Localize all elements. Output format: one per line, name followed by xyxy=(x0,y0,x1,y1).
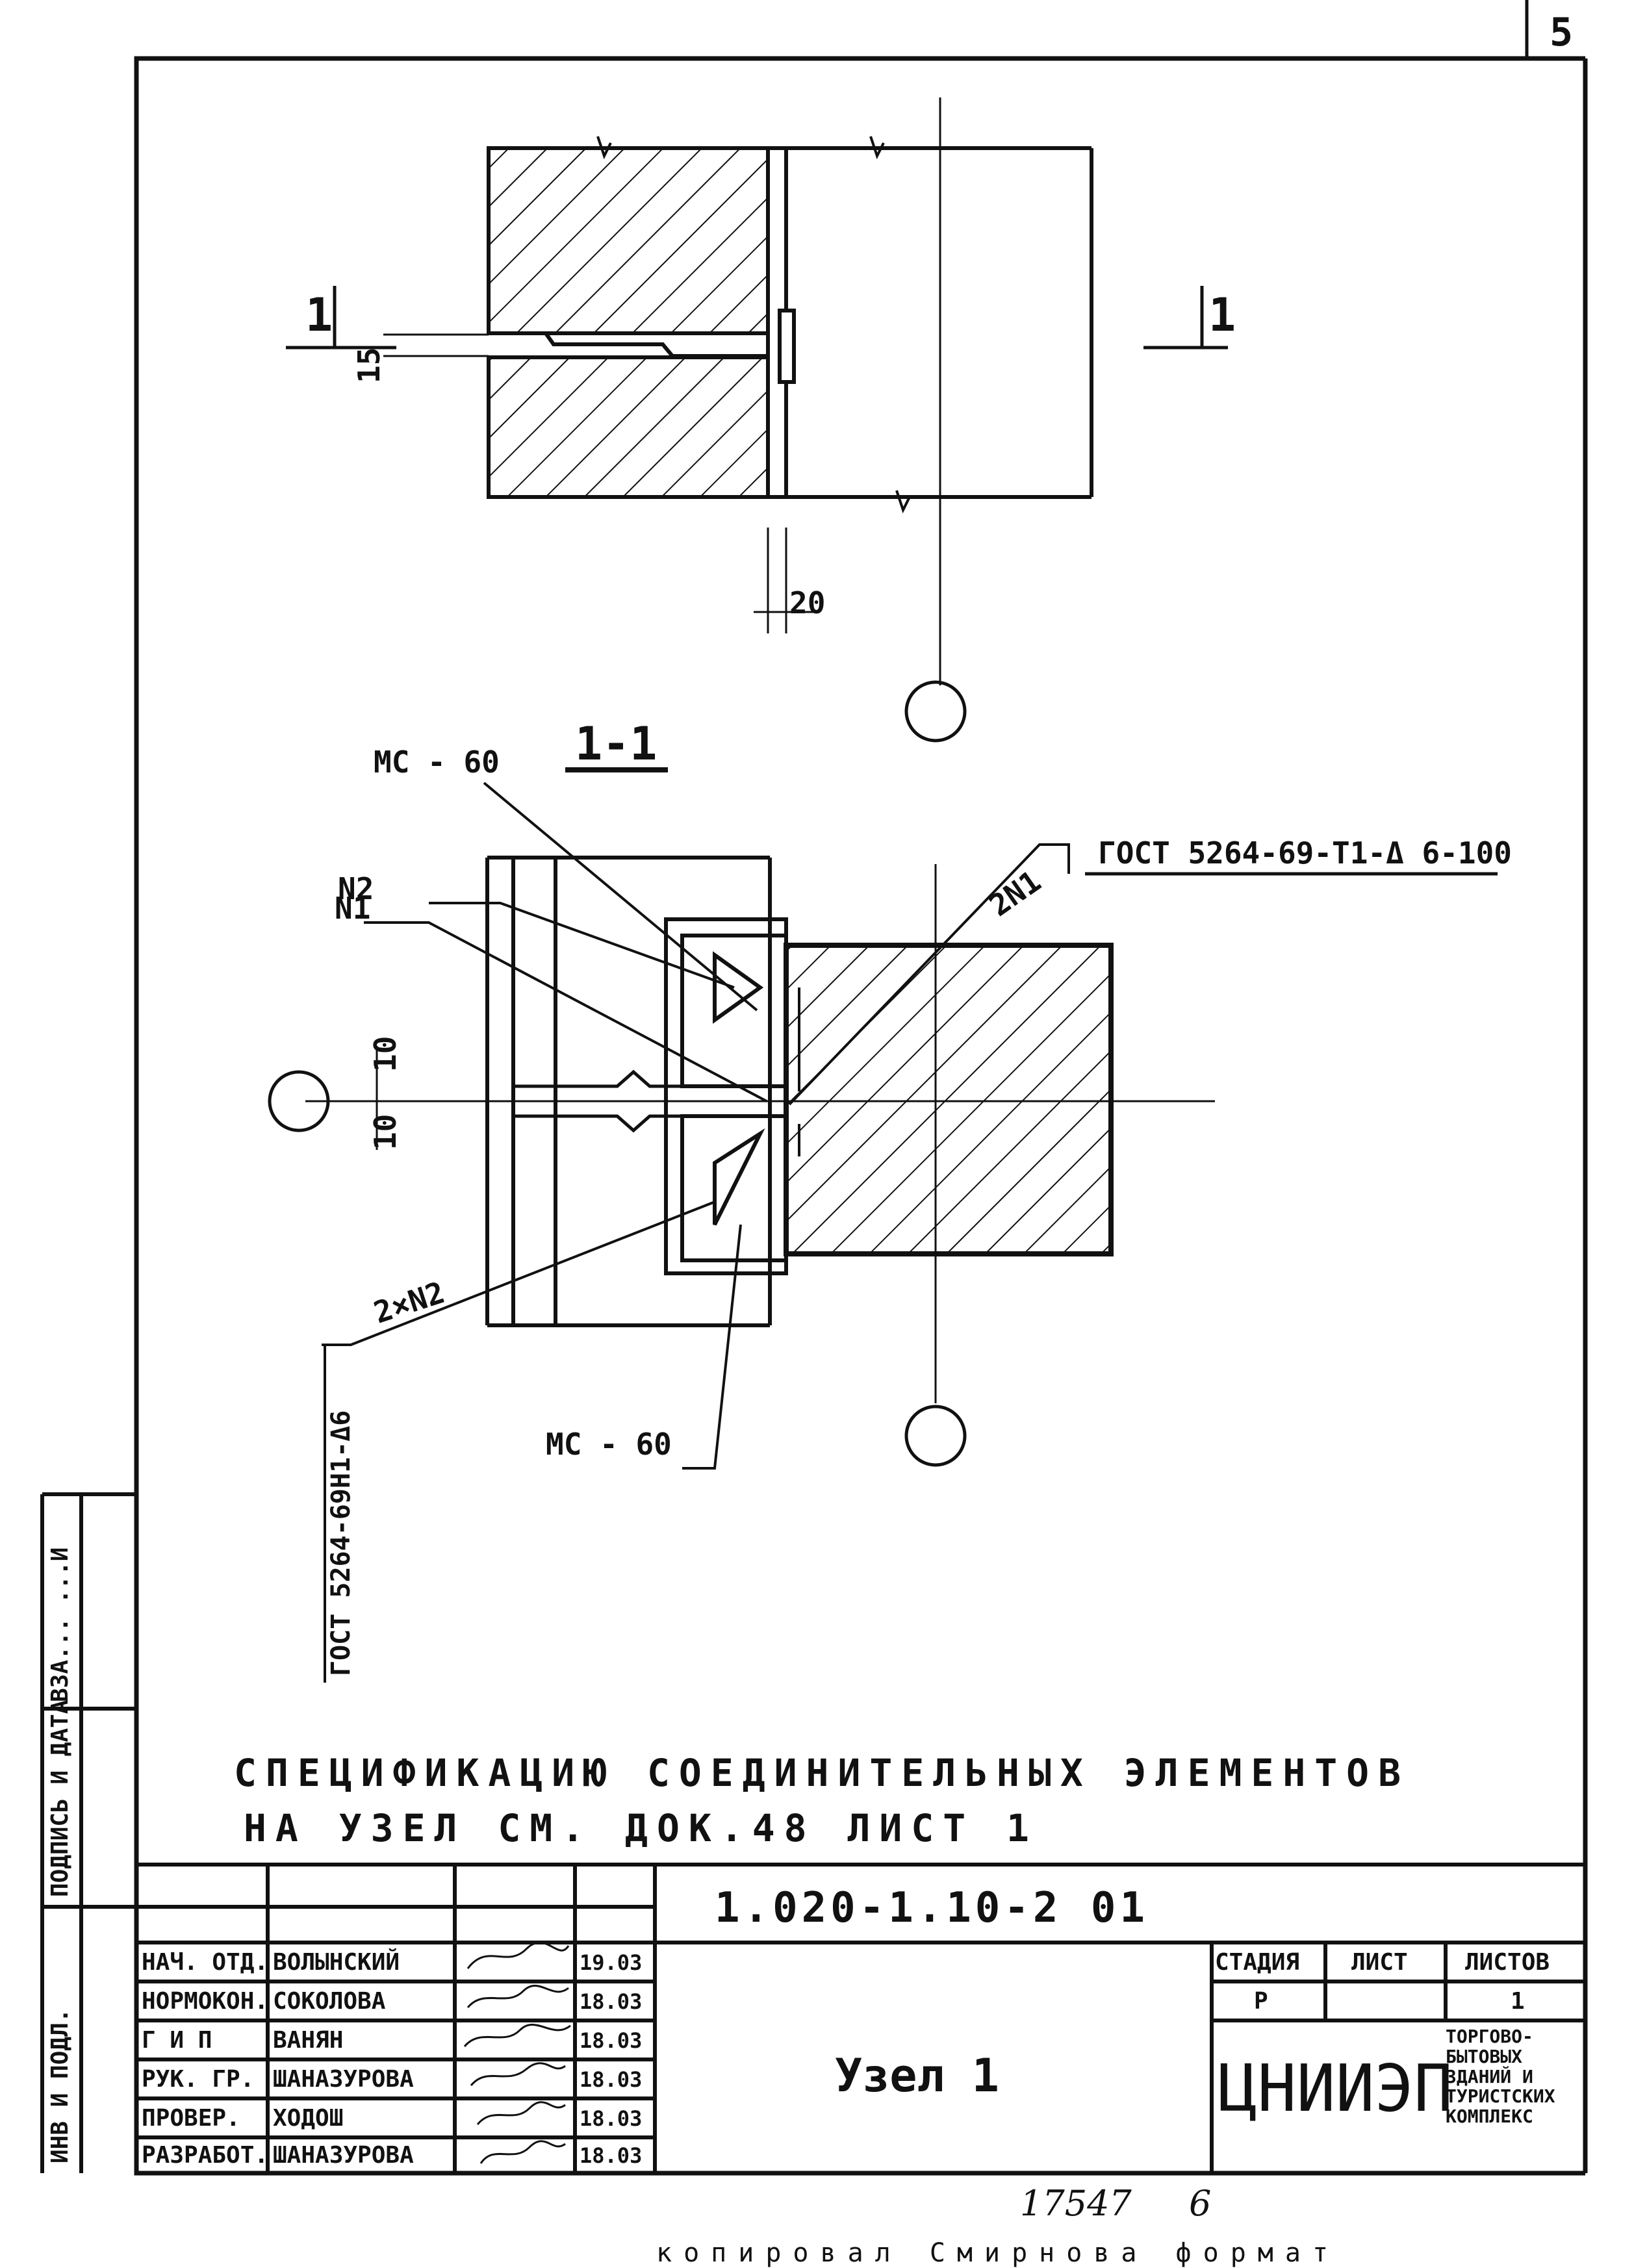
document-code: 1.020-1.10-2 01 xyxy=(715,1884,1149,1932)
label-n2: N2 xyxy=(338,871,374,906)
person-name: ВОЛЫНСКИЙ xyxy=(273,1949,400,1976)
role-label: РАЗРАБОТ. xyxy=(142,2142,269,2169)
signatures xyxy=(463,1941,571,2164)
label-mc60-top: МС - 60 xyxy=(374,745,500,780)
role-label: ПРОВЕР. xyxy=(142,2105,240,2132)
org-note-line: КОМПЛЕКС xyxy=(1446,2106,1533,2128)
label-n1: N1 xyxy=(335,891,371,926)
org-note-line: БЫТОВЫХ xyxy=(1446,2045,1523,2067)
org-note: ТОРГОВО- БЫТОВЫХ ЗДАНИЙ И ТУРИСТСКИХ КОМ… xyxy=(1446,2026,1582,2128)
dimension-15: 15 xyxy=(351,347,387,383)
stage-header: СТАДИЯ xyxy=(1215,1949,1300,1976)
side-stamp-grid xyxy=(40,1492,136,2173)
person-name: ШАНАЗУРОВА xyxy=(273,2142,414,2169)
label-gost-t1: ГОСТ 5264-69-Т1-Δ 6-100 xyxy=(1098,835,1512,871)
org-note-line: ТОРГОВО- xyxy=(1446,2026,1533,2047)
side-stamp-signature-date: ПОДПИСЬ И ДАТА xyxy=(47,1700,73,1897)
archive-number: 17547 xyxy=(1020,2183,1132,2224)
sheet-corner-number: 5 xyxy=(1550,10,1574,55)
sheet-number: 6 xyxy=(1189,2183,1212,2224)
role-label: НОРМОКОН. xyxy=(142,1988,269,2015)
person-name: ХОДОШ xyxy=(273,2105,344,2132)
label-gost-n1-vertical: ГОСТ 5264-69Н1-Δ6 xyxy=(326,1410,356,1676)
dimension-10a: 10 xyxy=(368,1036,403,1072)
role-label: Г И П xyxy=(142,2027,212,2054)
label-mc60-bottom: МС - 60 xyxy=(546,1427,672,1462)
sheet-frame xyxy=(134,0,1588,2176)
sheet-title: Узел 1 xyxy=(835,2049,999,2102)
dimension-20: 20 xyxy=(789,585,826,620)
title-block-grid xyxy=(136,1863,1585,2173)
cut-mark-left: 1 xyxy=(305,288,333,342)
side-stamp-inv: ИНВ И ПОДЛ. xyxy=(47,2008,73,2163)
org-note-line: ТУРИСТСКИХ xyxy=(1446,2085,1555,2108)
org-note-line: ЗДАНИЙ И xyxy=(1446,2065,1533,2087)
spec-note-line1: СПЕЦИФИКАЦИЮ СОЕДИНИТЕЛЬНЫХ ЭЛЕМЕНТОВ xyxy=(234,1751,1411,1795)
role-label: НАЧ. ОТД. xyxy=(142,1949,269,1976)
sign-date: 19.03 xyxy=(580,1950,643,1975)
stage-value: Р xyxy=(1254,1988,1268,2015)
dimension-10b: 10 xyxy=(368,1114,403,1150)
role-label: РУК. ГР. xyxy=(142,2066,255,2093)
cut-mark-right: 1 xyxy=(1208,288,1236,342)
sign-date: 18.03 xyxy=(580,2106,643,2131)
sign-date: 18.03 xyxy=(580,1989,643,2014)
sign-date: 18.03 xyxy=(580,2067,643,2092)
sign-date: 18.03 xyxy=(580,2028,643,2053)
sheet-header: ЛИСТ xyxy=(1351,1949,1408,1976)
org-logo: ЦНИИЭП xyxy=(1218,2050,1453,2126)
person-name: ШАНАЗУРОВА xyxy=(273,2066,414,2093)
person-name: ВАНЯН xyxy=(273,2027,344,2054)
sign-date: 18.03 xyxy=(580,2143,643,2168)
sheets-value: 1 xyxy=(1511,1988,1525,2015)
section-view xyxy=(268,767,1498,1683)
person-name: СОКОЛОВА xyxy=(273,1988,386,2015)
side-stamp-vzam: ВЗА... ...И xyxy=(47,1547,73,1702)
footer-cut-text: копировал Смирнова формат xyxy=(656,2238,1340,2268)
sheets-header: ЛИСТОВ xyxy=(1465,1949,1550,1976)
section-title: 1-1 xyxy=(575,717,657,771)
spec-note-line2: НА УЗЕЛ СМ. ДОК.48 ЛИСТ 1 xyxy=(244,1806,1038,1850)
plan-view xyxy=(286,97,1228,743)
